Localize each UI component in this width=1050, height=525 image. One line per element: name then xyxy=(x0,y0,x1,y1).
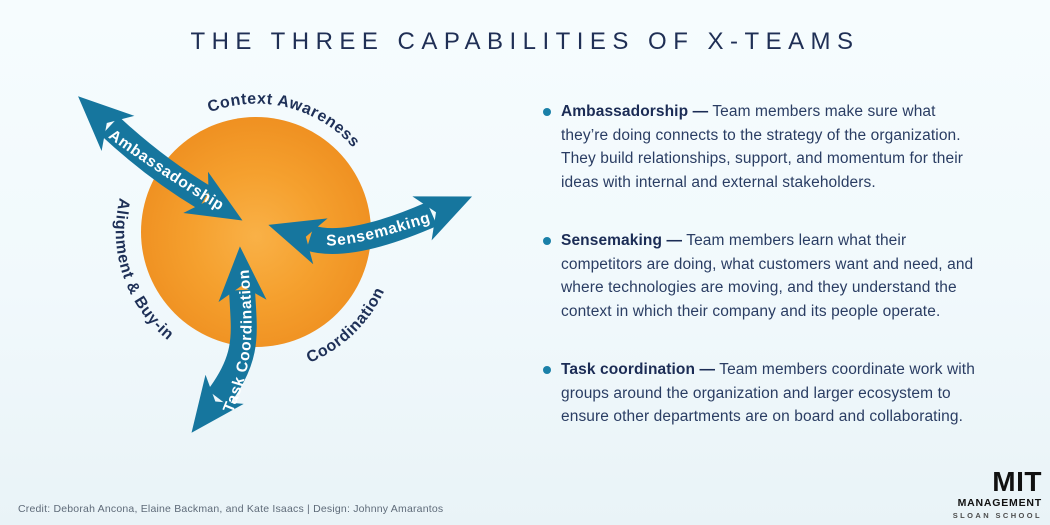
bullet-dash: — xyxy=(692,103,709,120)
bullet-dash: — xyxy=(666,232,683,249)
bullet-dash: — xyxy=(699,361,716,378)
xteams-diagram: Context Awareness Alignment & Buy-in Coo… xyxy=(78,91,473,433)
bullet-body: Team members learn what their competitor… xyxy=(561,232,974,320)
bullet-text: Sensemaking — Team members learn what th… xyxy=(561,229,977,323)
credit-line: Credit: Deborah Ancona, Elaine Backman, … xyxy=(18,503,444,515)
bullet-dot-icon xyxy=(543,237,551,245)
bullet-body: Team members coordinate work with groups… xyxy=(561,361,975,425)
bullet-dot-icon xyxy=(543,366,551,374)
capability-descriptions: Ambassadorship — Team members make sure … xyxy=(543,100,977,464)
task-coordination-arrow xyxy=(191,246,267,433)
sensemaking-arrow xyxy=(268,196,473,265)
logo-sloan-school-text: SLOAN SCHOOL xyxy=(952,510,1042,520)
page-title: THE THREE CAPABILITIES OF X-TEAMS xyxy=(190,28,860,55)
list-item-sensemaking: Sensemaking — Team members learn what th… xyxy=(543,229,977,323)
bullet-dot-icon xyxy=(543,108,551,116)
logo-management-text: MANAGEMENT xyxy=(957,497,1042,509)
list-item-ambassadorship: Ambassadorship — Team members make sure … xyxy=(543,100,977,194)
bullet-text: Task coordination — Team members coordin… xyxy=(561,358,977,429)
bullet-text: Ambassadorship — Team members make sure … xyxy=(561,100,977,194)
logo-mit-text: MIT xyxy=(992,466,1042,497)
mit-sloan-logo: MIT MANAGEMENT SLOAN SCHOOL xyxy=(953,468,1042,519)
bullet-term: Ambassadorship xyxy=(561,103,689,120)
ambassadorship-arrow xyxy=(78,96,243,221)
bullet-term: Task coordination xyxy=(561,361,696,378)
bullet-term: Sensemaking xyxy=(561,232,663,249)
list-item-task-coordination: Task coordination — Team members coordin… xyxy=(543,358,977,429)
bullet-body: Team members make sure what they’re doin… xyxy=(561,103,964,191)
